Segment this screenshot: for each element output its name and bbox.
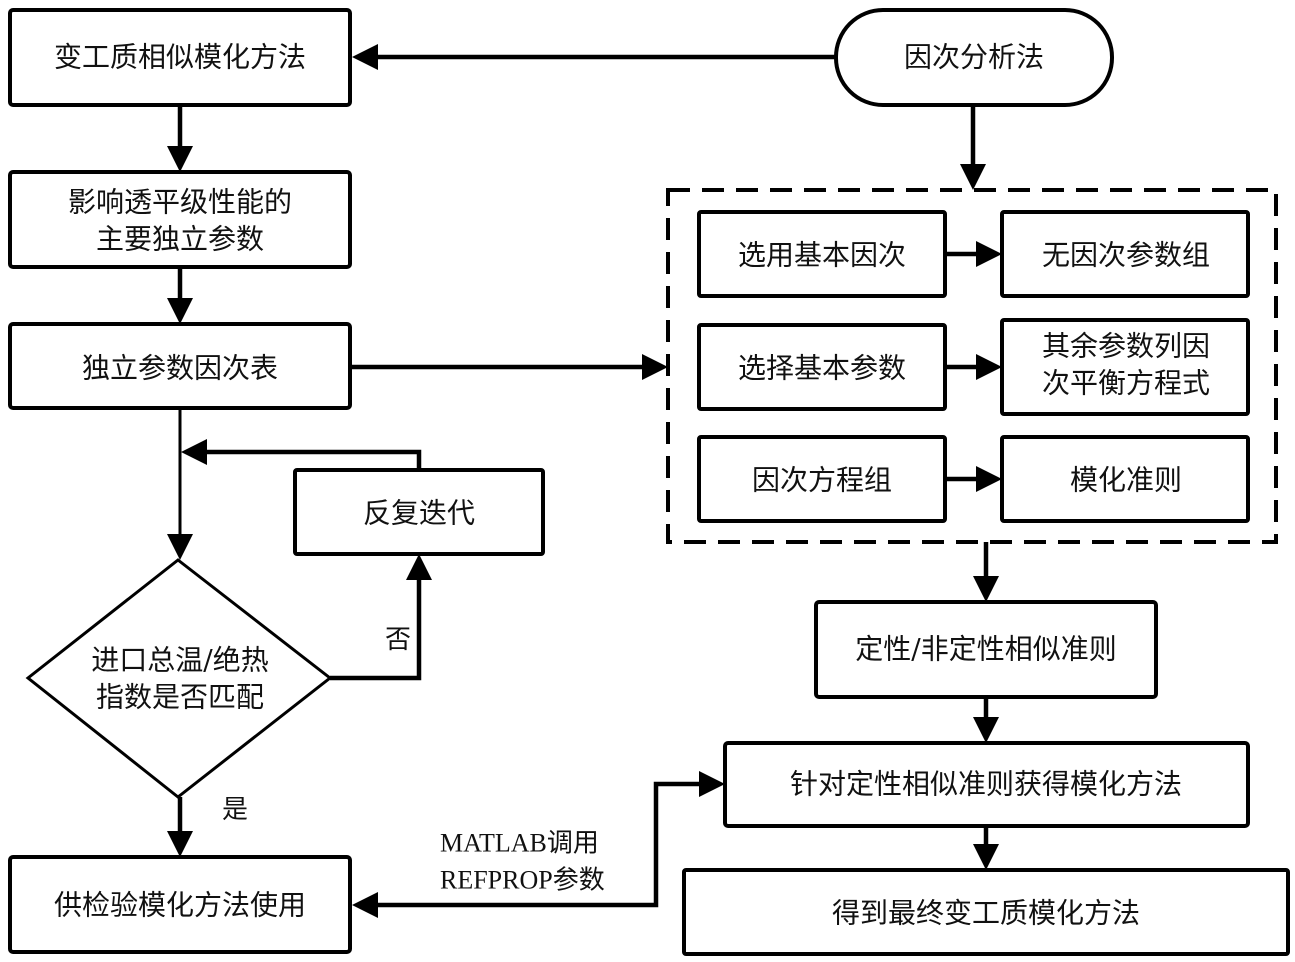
start-terminal: 因次分析法 <box>834 8 1114 107</box>
arrow-criteria-to-obtain <box>973 697 999 743</box>
arrow-group-row2 <box>945 354 1002 380</box>
group-box-balance-equations-label-line2: 次平衡方程式 <box>1042 367 1210 400</box>
arrow-params-to-table <box>167 267 193 324</box>
connector-label-line2: REFPROP参数 <box>440 866 605 895</box>
arrow-method-to-params <box>167 105 193 172</box>
criteria-box: 定性/非定性相似准则 <box>814 600 1158 699</box>
verify-box: 供检验模化方法使用 <box>8 855 352 954</box>
arrow-group-row3 <box>945 466 1002 492</box>
verify-label: 供检验模化方法使用 <box>54 889 306 922</box>
final-method-box: 得到最终变工质模化方法 <box>682 868 1290 956</box>
yes-label: 是 <box>222 795 248 825</box>
start-terminal-label: 因次分析法 <box>904 41 1044 74</box>
arrow-start-to-method <box>352 44 836 70</box>
arrow-start-to-group <box>960 105 986 190</box>
independent-params-box: 影响透平级性能的 主要独立参数 <box>8 170 352 269</box>
group-box-modeling-criteria: 模化准则 <box>1000 435 1250 523</box>
independent-params-label-line2: 主要独立参数 <box>96 223 264 256</box>
arrow-group-row1 <box>945 241 1002 267</box>
group-box-dimension-equations-label: 因次方程组 <box>752 464 892 497</box>
decision-diamond: 进口总温/绝热 指数是否匹配 <box>25 558 333 799</box>
group-box-modeling-criteria-label: 模化准则 <box>1070 464 1182 497</box>
final-method-label: 得到最终变工质模化方法 <box>832 897 1140 930</box>
arrow-obtain-to-final <box>973 826 999 870</box>
arrow-group-to-criteria <box>973 542 999 602</box>
arrow-table-to-decision <box>167 408 193 560</box>
arrow-table-to-group <box>350 354 668 380</box>
group-box-base-dimensions: 选用基本因次 <box>697 210 947 298</box>
decision-label-line1: 进口总温/绝热 <box>91 644 268 677</box>
iterate-box: 反复迭代 <box>293 468 545 556</box>
connector-label-line1: MATLAB调用 <box>440 829 599 858</box>
dimension-table-box: 独立参数因次表 <box>8 322 352 410</box>
independent-params-label-line1: 影响透平级性能的 <box>68 186 292 219</box>
group-box-dimension-equations: 因次方程组 <box>697 435 947 523</box>
obtain-method-box: 针对定性相似准则获得模化方法 <box>723 741 1250 828</box>
arrow-decision-to-iterate <box>330 554 432 681</box>
group-box-base-params-label: 选择基本参数 <box>738 352 906 385</box>
group-box-balance-equations-label-line1: 其余参数列因 <box>1042 330 1210 363</box>
group-box-base-dimensions-label: 选用基本因次 <box>738 239 906 272</box>
group-box-base-params: 选择基本参数 <box>697 323 947 411</box>
method-box-label: 变工质相似模化方法 <box>54 41 306 74</box>
iterate-label: 反复迭代 <box>363 497 475 530</box>
decision-label-line2: 指数是否匹配 <box>96 681 264 714</box>
group-box-balance-equations: 其余参数列因 次平衡方程式 <box>1000 318 1250 416</box>
dimension-table-label: 独立参数因次表 <box>82 352 278 385</box>
method-box: 变工质相似模化方法 <box>8 8 352 107</box>
arrow-matlab-to-verify <box>352 892 378 918</box>
group-box-dimensionless-params-label: 无因次参数组 <box>1042 239 1210 272</box>
obtain-method-label: 针对定性相似准则获得模化方法 <box>790 768 1182 801</box>
no-label: 否 <box>385 625 411 655</box>
arrow-decision-to-verify <box>167 797 193 857</box>
group-box-dimensionless-params: 无因次参数组 <box>1000 210 1250 298</box>
arrow-iterate-loop-back <box>181 439 422 470</box>
arrow-matlab-to-obtain <box>376 771 725 908</box>
criteria-label: 定性/非定性相似准则 <box>855 633 1116 666</box>
